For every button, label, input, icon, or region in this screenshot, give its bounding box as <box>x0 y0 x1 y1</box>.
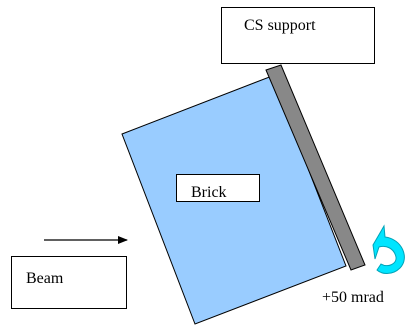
rotation-arrow-icon <box>372 224 405 274</box>
brick-label: Brick <box>191 184 227 201</box>
beam-label-box: Beam <box>11 256 127 309</box>
brick-label-box: Brick <box>176 174 260 202</box>
rotation-angle-label: +50 mrad <box>322 289 384 306</box>
cs-support-plate <box>265 64 366 271</box>
cs-support-label-box: CS support <box>221 7 375 64</box>
cs-support-label: CS support <box>244 17 316 34</box>
beam-label: Beam <box>26 270 64 287</box>
